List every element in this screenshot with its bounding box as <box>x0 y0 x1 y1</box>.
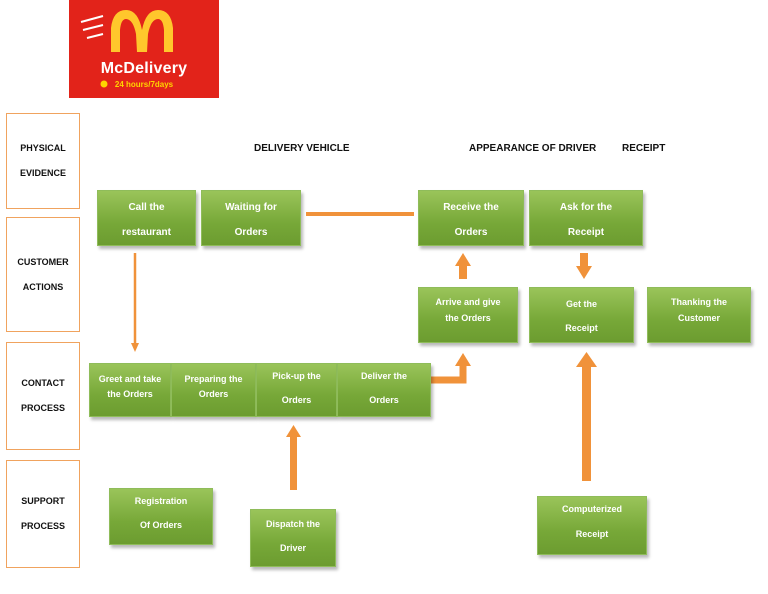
arrow-arrive-to-receive <box>459 265 467 279</box>
arrow-ask-to-get-receipt-head <box>576 266 592 279</box>
box-dispatch-driver: Dispatch the Driver <box>250 509 336 567</box>
arrow-computerized-to-get-receipt-head <box>576 352 597 367</box>
logo-brand-text: McDelivery <box>100 60 188 77</box>
arrow-computerized-to-get-receipt <box>582 365 591 481</box>
box-arrive-give-orders: Arrive and give the Orders <box>418 287 518 343</box>
arrow-call-to-greet-head <box>131 343 139 352</box>
box-get-receipt: Get the Receipt <box>529 287 634 343</box>
arrow-ask-to-get-receipt <box>580 253 588 267</box>
arrow-dispatch-to-pickup <box>290 435 297 490</box>
box-computerized-receipt: Computerized Receipt <box>537 496 647 555</box>
box-waiting-for-orders: Waiting for Orders <box>201 190 301 246</box>
evidence-receipt: RECEIPT <box>622 143 666 154</box>
evidence-appearance-of-driver: APPEARANCE OF DRIVER <box>469 143 597 154</box>
arrow-deliver-to-arrive-head <box>455 353 471 366</box>
lane-physical-evidence: PHYSICAL EVIDENCE <box>6 113 80 209</box>
box-registration-orders: Registration Of Orders <box>109 488 213 545</box>
box-call-restaurant: Call the restaurant hotline <box>97 190 196 246</box>
box-preparing-orders: Preparing the Orders <box>171 363 256 417</box>
arrow-deliver-to-arrive <box>431 364 467 384</box>
lane-contact-process: CONTACT PROCESS <box>6 342 80 450</box>
arrow-arrive-to-receive-head <box>455 253 471 266</box>
evidence-delivery-vehicle: DELIVERY VEHICLE <box>254 143 350 154</box>
lane-support-process: SUPPORT PROCESS <box>6 460 80 568</box>
arrow-dispatch-to-pickup-head <box>286 425 301 437</box>
lane-customer-actions: CUSTOMER ACTIONS <box>6 217 80 332</box>
box-receive-orders: Receive the Orders <box>418 190 524 246</box>
box-deliver-orders: Deliver the Orders <box>337 363 431 417</box>
logo-tagline: 24 hours/7days <box>114 80 174 89</box>
mcdelivery-logo: McDelivery 24 hours/7days <box>69 0 219 98</box>
box-greet-take-orders: Greet and take the Orders <box>89 363 171 417</box>
box-pickup-orders: Pick-up the Orders <box>256 363 337 417</box>
golden-arches-icon <box>80 10 173 88</box>
box-ask-receipt: Ask for the Receipt <box>529 190 643 246</box>
box-thanking-customer: Thanking the Customer <box>647 287 751 343</box>
